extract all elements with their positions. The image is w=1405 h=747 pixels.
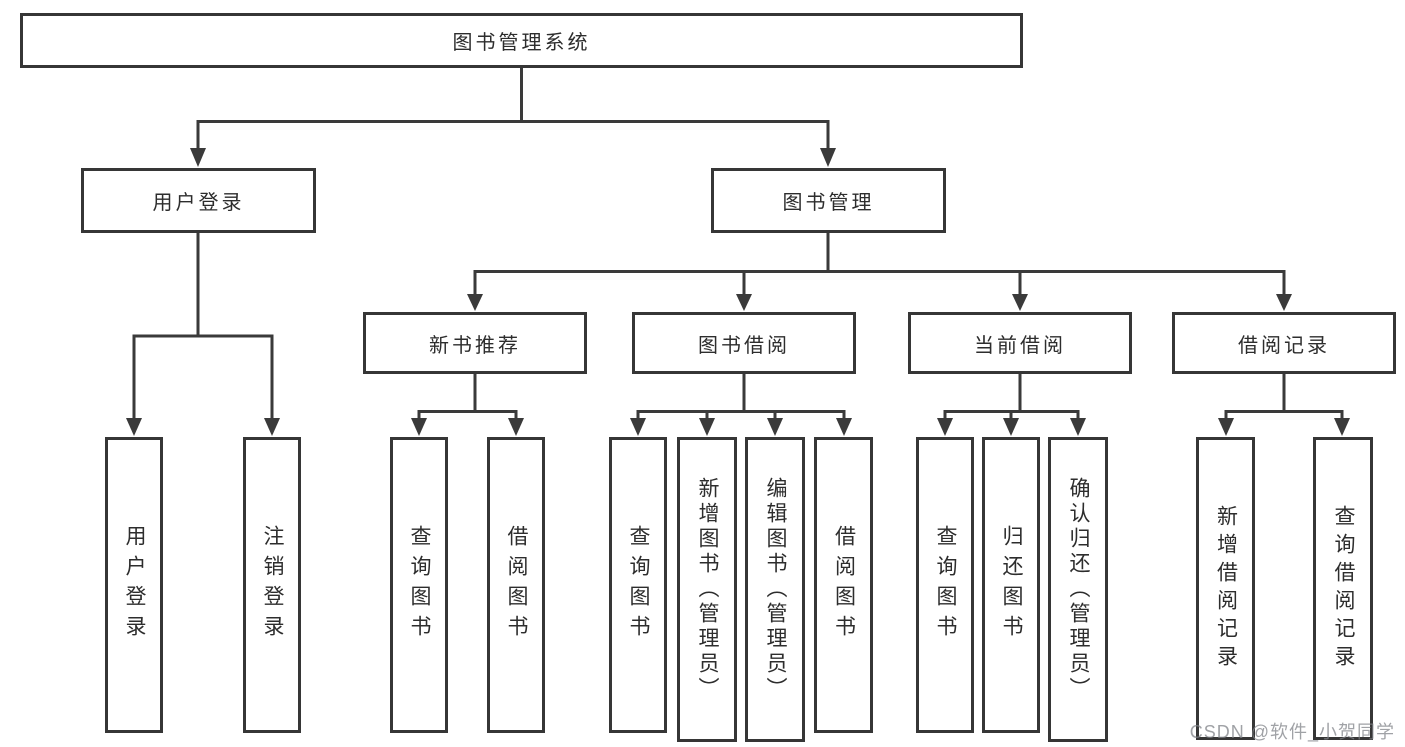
node-book-borrowing-label: 图书借阅 xyxy=(698,334,790,357)
leaf-confirm-return-admin: 确认归还（管理员） xyxy=(1048,437,1108,742)
arrowheads xyxy=(126,148,1350,436)
leaf-query-books-3: 查询图书 xyxy=(916,437,974,733)
leaf-logout-label: 注销登录 xyxy=(261,525,284,645)
leaf-query-borrow-record: 查询借阅记录 xyxy=(1313,437,1373,740)
node-new-book-recommendation-label: 新书推荐 xyxy=(429,334,521,357)
leaf-query-books-2-label: 查询图书 xyxy=(627,525,650,645)
leaf-return-books: 归还图书 xyxy=(982,437,1040,733)
node-user-login: 用户登录 xyxy=(81,168,316,233)
leaf-add-books-admin: 新增图书（管理员） xyxy=(677,437,737,742)
node-book-management: 图书管理 xyxy=(711,168,946,233)
leaf-add-borrow-record: 新增借阅记录 xyxy=(1196,437,1255,740)
leaf-query-books-1: 查询图书 xyxy=(390,437,448,733)
node-library-system-label: 图书管理系统 xyxy=(452,32,591,54)
leaf-edit-books-admin: 编辑图书（管理员） xyxy=(745,437,805,742)
leaf-return-books-label: 归还图书 xyxy=(1000,525,1023,645)
leaf-add-books-admin-label: 新增图书（管理员） xyxy=(696,477,719,702)
node-borrowing-records: 借阅记录 xyxy=(1172,312,1396,374)
node-library-system: 图书管理系统 xyxy=(20,13,1023,68)
leaf-query-books-1-label: 查询图书 xyxy=(408,525,431,645)
leaf-confirm-return-admin-label: 确认归还（管理员） xyxy=(1067,477,1090,702)
leaf-borrow-books-2-label: 借阅图书 xyxy=(832,525,856,645)
node-new-book-recommendation: 新书推荐 xyxy=(363,312,587,374)
leaf-query-books-2: 查询图书 xyxy=(609,437,667,733)
leaf-user-login-label: 用户登录 xyxy=(123,525,146,645)
node-user-login-label: 用户登录 xyxy=(152,192,245,214)
leaf-borrow-books-1: 借阅图书 xyxy=(487,437,545,733)
node-borrowing-records-label: 借阅记录 xyxy=(1238,334,1330,357)
leaf-edit-books-admin-label: 编辑图书（管理员） xyxy=(764,477,787,702)
leaf-logout: 注销登录 xyxy=(243,437,301,733)
node-book-management-label: 图书管理 xyxy=(782,192,875,214)
leaf-query-books-3-label: 查询图书 xyxy=(934,525,957,645)
node-current-borrowing-label: 当前借阅 xyxy=(974,334,1066,357)
leaf-add-borrow-record-label: 新增借阅记录 xyxy=(1214,504,1238,673)
leaf-borrow-books-2: 借阅图书 xyxy=(814,437,873,733)
node-book-borrowing: 图书借阅 xyxy=(632,312,856,374)
leaf-borrow-books-1-label: 借阅图书 xyxy=(505,525,528,645)
csdn-watermark: CSDN @软件_小贺同学 xyxy=(1189,722,1395,742)
node-current-borrowing: 当前借阅 xyxy=(908,312,1132,374)
leaf-query-borrow-record-label: 查询借阅记录 xyxy=(1332,504,1355,673)
leaf-user-login: 用户登录 xyxy=(105,437,163,733)
